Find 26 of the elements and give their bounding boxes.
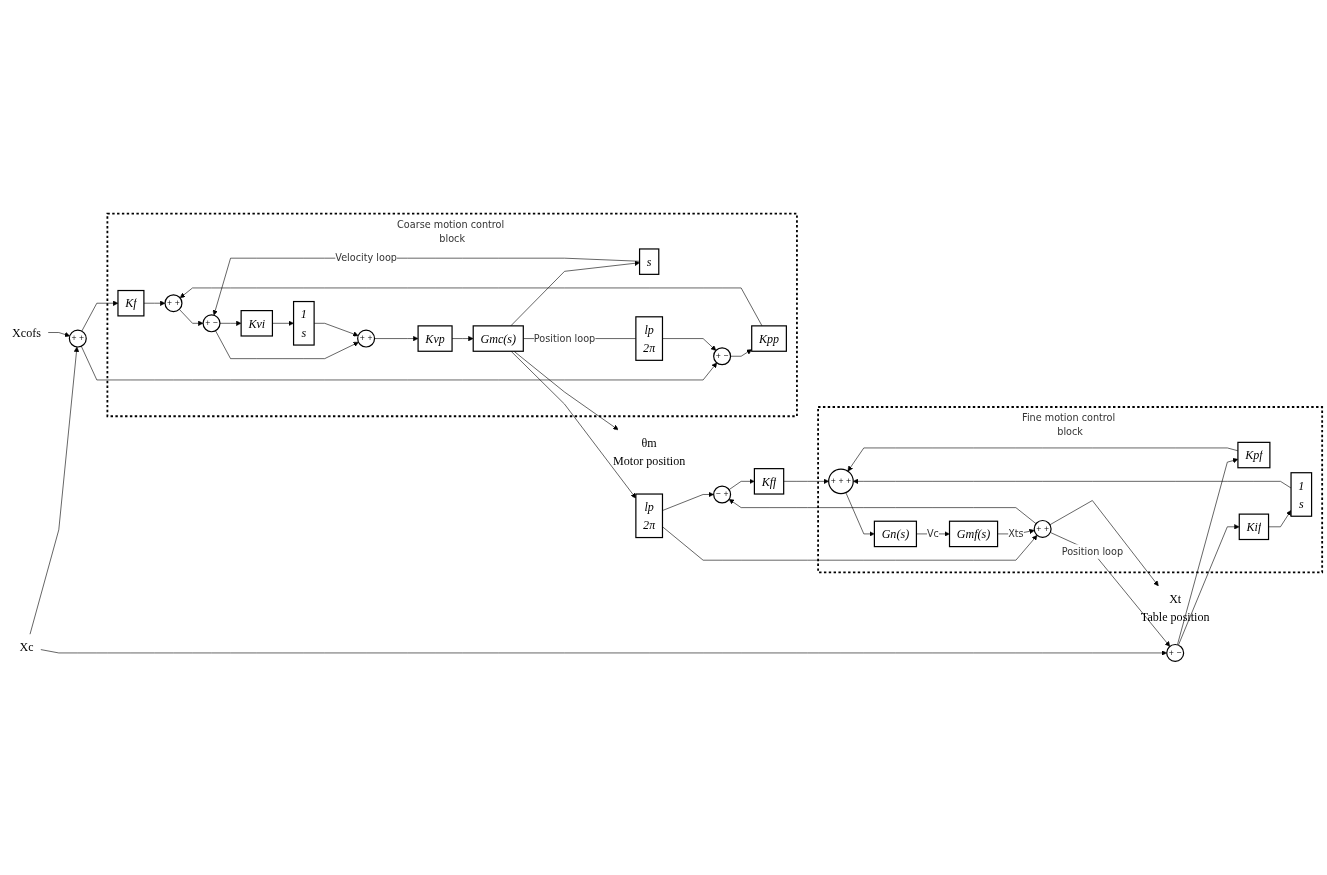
edge-label: Vc (927, 527, 939, 540)
edge-label: Position loop (1061, 545, 1124, 558)
node-box: Gmf(s) (948, 520, 999, 548)
node-text: Xcofs (12, 325, 41, 340)
node-box: 1 s (1290, 472, 1313, 517)
edge-label: Velocity loop (335, 252, 397, 264)
node-label: Table position (1140, 610, 1210, 624)
node-box: Kvi (240, 310, 274, 337)
node-text: Xc (19, 640, 34, 654)
node-box: lp 2π (635, 316, 664, 361)
node-text: Xt (1169, 591, 1182, 606)
node-box: Kpf (1237, 441, 1271, 469)
edge-label: Position loop (533, 332, 596, 345)
node-box: Kif (1238, 513, 1270, 541)
node-label: Motor position (613, 454, 686, 468)
node-box: lp 2π (635, 493, 664, 539)
node-box: s (638, 248, 660, 275)
node-box: Gmc(s) (472, 325, 524, 352)
node-box: Gn(s) (873, 520, 918, 548)
node-text: θm (641, 435, 657, 450)
node-box: 1 s (292, 300, 315, 346)
node-box: Kf (117, 289, 145, 317)
node-box: Kvp (417, 325, 453, 352)
node-box: Kff (753, 468, 785, 495)
node-box: Kpp (751, 325, 787, 352)
edge-label: Xts (1008, 527, 1024, 540)
